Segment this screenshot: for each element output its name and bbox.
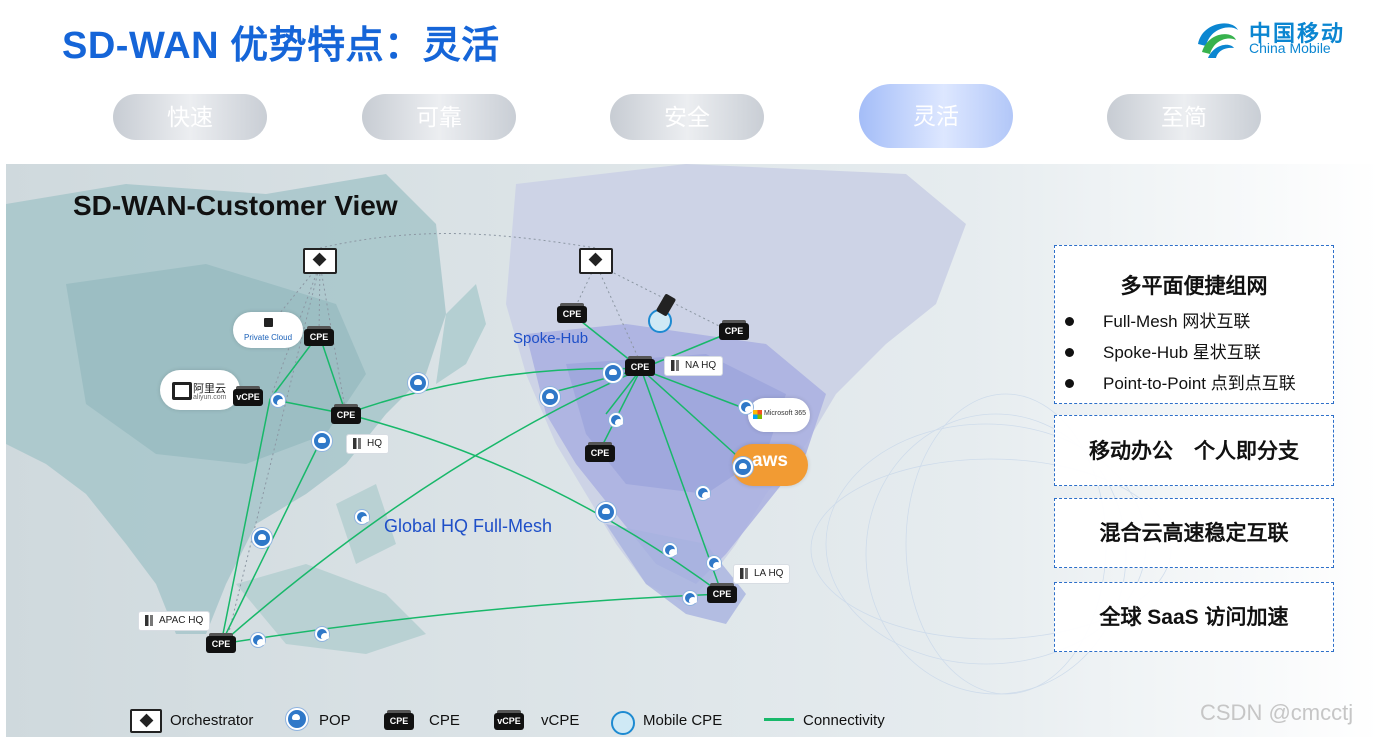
tab-fast[interactable]: 快速	[113, 94, 267, 140]
microsoft-365-cloud: Microsoft 365	[748, 398, 810, 432]
watermark: CSDN @cmcctj	[1200, 700, 1353, 726]
networking-panel: 多平面便捷组网 Full-Mesh 网状互联 Spoke-Hub 星状互联 Po…	[1054, 245, 1334, 404]
tab-simple[interactable]: 至简	[1107, 94, 1261, 140]
pop-icon	[696, 486, 710, 500]
microsoft-label: Microsoft 365	[764, 410, 806, 417]
diagram-title: SD-WAN-Customer View	[73, 190, 398, 222]
cpe-na-south: CPE	[585, 445, 615, 462]
legend-pop-label: POP	[319, 706, 351, 736]
pop-icon	[408, 373, 428, 393]
legend-cpe-icon: CPE	[384, 713, 414, 730]
aliyun-cloud: 阿里云 aliyun.com	[160, 370, 240, 410]
cpe-na-west: CPE	[557, 306, 587, 323]
saas-panel: 全球 SaaS 访问加速	[1054, 582, 1334, 652]
site-label-apac-hq: APAC HQ	[138, 611, 210, 631]
private-cloud-label: Private Cloud	[244, 333, 292, 342]
pop-icon	[707, 556, 721, 570]
logo-text-en: China Mobile	[1249, 40, 1331, 56]
pop-icon	[315, 627, 329, 641]
pop-icon	[312, 431, 332, 451]
site-label-na-hq: NA HQ	[664, 356, 723, 376]
cpe-china-north: CPE	[304, 329, 334, 346]
pop-icon	[739, 400, 753, 414]
microsoft-icon	[753, 410, 762, 419]
legend-mobile-cpe-icon	[611, 711, 635, 735]
mobile-office-text: 移动办公 个人即分支	[1055, 416, 1333, 487]
orchestrator-icon	[579, 248, 613, 274]
networking-panel-title: 多平面便捷组网	[1055, 270, 1333, 300]
pop-icon	[609, 413, 623, 427]
saas-text: 全球 SaaS 访问加速	[1055, 583, 1333, 653]
pop-icon	[252, 528, 272, 548]
site-label-hq: HQ	[346, 434, 389, 454]
tab-reliable[interactable]: 可靠	[362, 94, 516, 140]
aws-label: aws	[752, 450, 788, 472]
cpe-la: CPE	[707, 586, 737, 603]
china-mobile-logo: 中国移动 China Mobile	[1192, 14, 1352, 62]
pop-icon	[603, 363, 623, 383]
private-cloud: Private Cloud	[233, 312, 303, 348]
orchestrator-icon	[303, 248, 337, 274]
legend-vcpe-label: vCPE	[541, 706, 579, 736]
pop-icon	[540, 387, 560, 407]
pop-icon	[663, 543, 677, 557]
site-label-la-hq: LA HQ	[733, 564, 790, 584]
legend-connectivity-label: Connectivity	[803, 706, 885, 736]
spoke-hub-label: Spoke-Hub	[513, 330, 588, 347]
pop-icon	[683, 591, 697, 605]
cpe-na-east: CPE	[719, 323, 749, 340]
pop-icon	[733, 457, 753, 477]
aliyun-icon	[172, 382, 192, 400]
china-mobile-logo-icon	[1192, 14, 1242, 60]
cpe-china-hub: CPE	[331, 407, 361, 424]
page-title: SD-WAN 优势特点：灵活	[62, 14, 500, 69]
legend-orchestrator-icon	[130, 709, 162, 733]
mobile-office-panel: 移动办公 个人即分支	[1054, 415, 1334, 486]
networking-item-point-to-point: Point-to-Point 点到点互联	[1055, 368, 1333, 399]
legend-orchestrator-label: Orchestrator	[170, 706, 253, 736]
tab-flexible[interactable]: 灵活	[859, 84, 1013, 148]
aliyun-sub-label: aliyun.com	[193, 394, 226, 401]
hybrid-cloud-panel: 混合云高速稳定互联	[1054, 498, 1334, 568]
vcpe-china: vCPE	[233, 389, 263, 406]
full-mesh-label: Global HQ Full-Mesh	[384, 516, 552, 537]
tab-secure[interactable]: 安全	[610, 94, 764, 140]
pop-icon	[251, 633, 265, 647]
legend-mobile-cpe-label: Mobile CPE	[643, 706, 722, 736]
legend-cpe-label: CPE	[429, 706, 460, 736]
legend-pop-icon	[286, 708, 308, 730]
networking-item-full-mesh: Full-Mesh 网状互联	[1055, 306, 1333, 337]
pop-icon	[271, 393, 285, 407]
networking-item-spoke-hub: Spoke-Hub 星状互联	[1055, 337, 1333, 368]
cpe-apac: CPE	[206, 636, 236, 653]
lock-icon	[264, 318, 273, 327]
hybrid-cloud-text: 混合云高速稳定互联	[1055, 499, 1333, 569]
legend-connectivity-icon	[764, 718, 794, 721]
pop-icon	[596, 502, 616, 522]
legend-vcpe-icon: vCPE	[494, 713, 524, 730]
cpe-na-hub: CPE	[625, 359, 655, 376]
pop-icon	[355, 510, 369, 524]
